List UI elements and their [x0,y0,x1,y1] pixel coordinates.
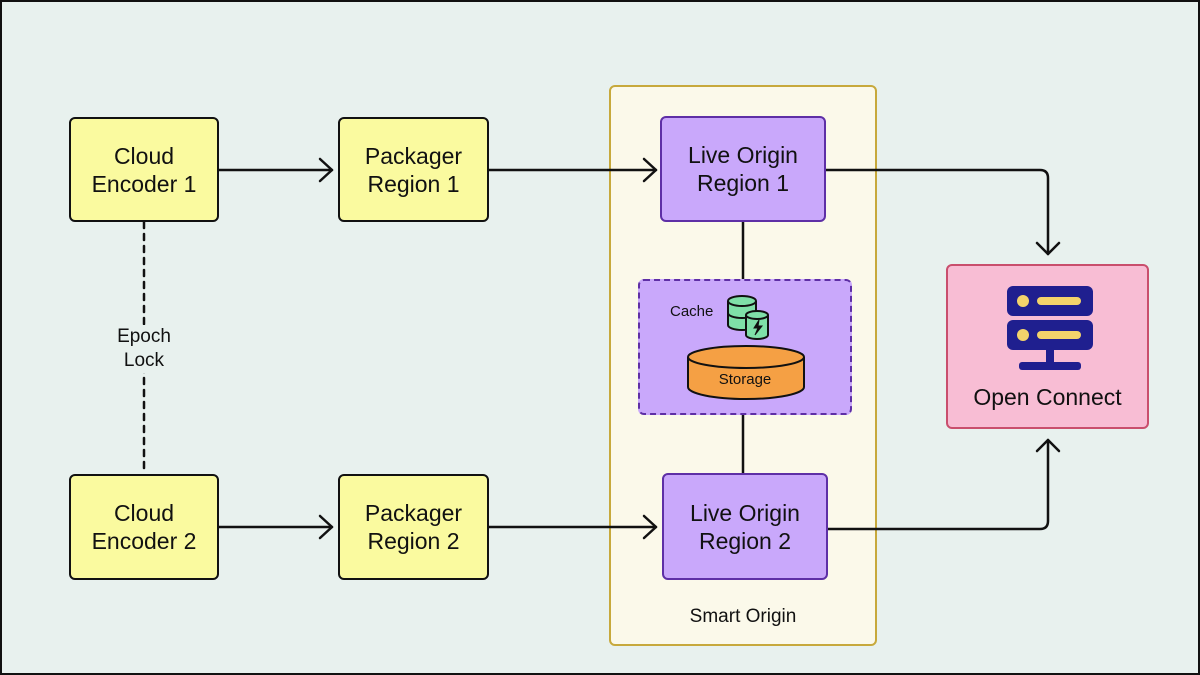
open-connect-label: Open Connect [973,384,1122,410]
cloud-encoder-1-line-2: Encoder 1 [91,170,197,197]
epoch-lock-line-1: Epoch [117,326,171,347]
packager-region-2: Packager Region 2 [338,474,489,580]
packager-region-1-line-2: Region 1 [367,170,460,197]
live-origin-region-2-line-1: Live Origin [690,499,800,526]
storage-label: Storage [718,371,772,388]
arrow-origin2-open-connect [826,438,1050,531]
database-bolt-icon [727,295,769,340]
open-connect: Open Connect [946,264,1149,429]
packager-region-1-line-1: Packager [364,142,463,169]
arrowhead-packager2 [318,514,334,540]
packager-region-2-line-1: Packager [364,500,463,526]
smart-origin-label: Smart Origin [689,606,797,627]
live-origin-region-1: Live Origin Region 1 [660,116,826,222]
arrowhead-open-connect-bottom [1035,438,1061,453]
epoch-lock-label: Epoch Lock [94,325,194,373]
cache-storage-group: Cache Storage [638,279,852,415]
arrowhead-origin1 [642,157,658,183]
live-origin-region-2: Live Origin Region 2 [662,473,828,580]
arrowhead-open-connect-top [1035,241,1061,256]
cloud-encoder-2-line-1: Cloud [113,500,175,526]
packager-region-2-line-2: Region 2 [367,528,460,554]
live-origin-region-1-line-2: Region 1 [696,170,790,196]
storage-cylinder-icon [687,345,805,400]
cloud-encoder-2-line-2: Encoder 2 [91,528,197,554]
live-origin-region-1-line-1: Live Origin [688,142,798,168]
arrowhead-origin2 [642,514,658,540]
packager-region-1: Packager Region 1 [338,117,489,222]
server-icon [1007,286,1093,370]
cloud-encoder-2: Cloud Encoder 2 [69,474,219,580]
arrowhead-packager1 [318,157,334,183]
cache-label: Cache [670,303,714,320]
cloud-encoder-1: Cloud Encoder 1 [69,117,219,222]
live-origin-region-2-line-2: Region 2 [698,527,792,554]
epoch-lock-line-2: Lock [123,350,165,371]
arrow-origin1-open-connect [824,168,1050,256]
cloud-encoder-1-line-1: Cloud [113,142,175,169]
